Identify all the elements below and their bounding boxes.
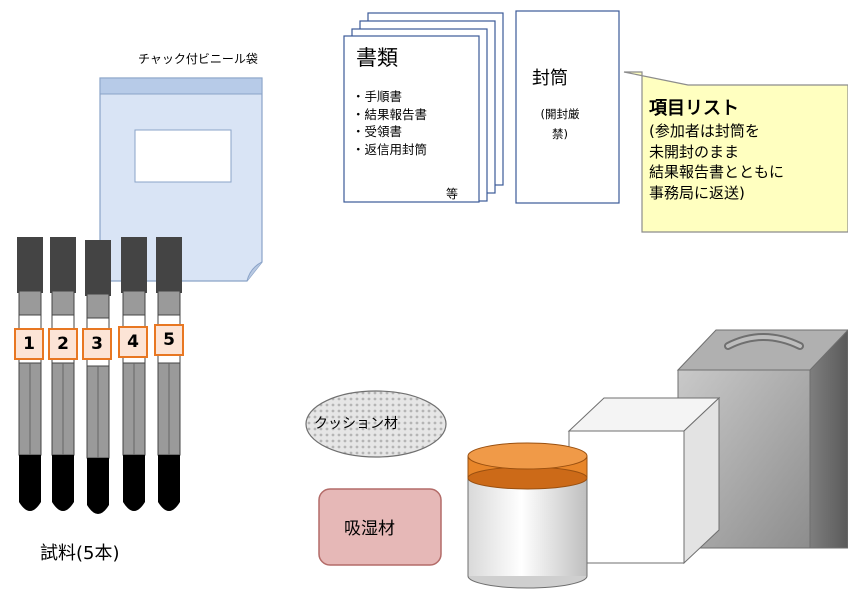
tube-3: [85, 240, 111, 514]
tube-number-1: 1: [23, 334, 35, 354]
callout-body: (参加者は封筒を 未開封のまま 結果報告書とともに 事務局に返送): [649, 122, 785, 202]
tube-number-3: 3: [91, 334, 103, 354]
tube-label-box-2: [48, 328, 78, 360]
cushion-label: クッション材: [314, 416, 398, 432]
document-item: ・手順書: [352, 89, 403, 104]
envelope-box: [515, 10, 620, 204]
bag-label: チャック付ビニール袋: [138, 52, 258, 66]
tube-5: [156, 237, 182, 511]
tube-label-box-3: [82, 328, 112, 360]
tube-4: [121, 237, 147, 511]
envelope-subtitle: (開封厳 禁): [540, 107, 580, 141]
documents-list: ・手順書 ・結果報告書 ・受領書 ・返信用封筒: [352, 88, 427, 158]
tube-2: [50, 237, 76, 511]
documents-title: 書類: [356, 46, 398, 70]
tube-label-box-5: [154, 324, 184, 356]
envelope-title: 封筒: [532, 68, 568, 89]
desiccant-shape: [318, 488, 442, 566]
callout-box: [623, 71, 848, 233]
tube-1: [17, 237, 43, 511]
zipper-bag: [99, 77, 263, 282]
document-item: ・返信用封筒: [352, 141, 428, 157]
tube-number-2: 2: [57, 334, 69, 354]
document-item: ・結果報告書: [352, 106, 428, 122]
cushion-shape: [305, 390, 447, 458]
desiccant-label: 吸湿材: [344, 519, 395, 539]
callout-title: 項目リスト: [649, 98, 739, 119]
small-box: [567, 396, 721, 565]
tube-label-box-4: [118, 326, 148, 358]
jar: [467, 442, 588, 589]
tube-number-5: 5: [163, 330, 175, 350]
document-stack: [343, 12, 504, 203]
document-item: ・受領書: [352, 124, 403, 139]
tube-label-box-1: [14, 328, 44, 360]
samples-label: 試料(5本): [40, 543, 120, 564]
tube-number-4: 4: [127, 332, 139, 352]
documents-etc: 等: [446, 187, 459, 201]
